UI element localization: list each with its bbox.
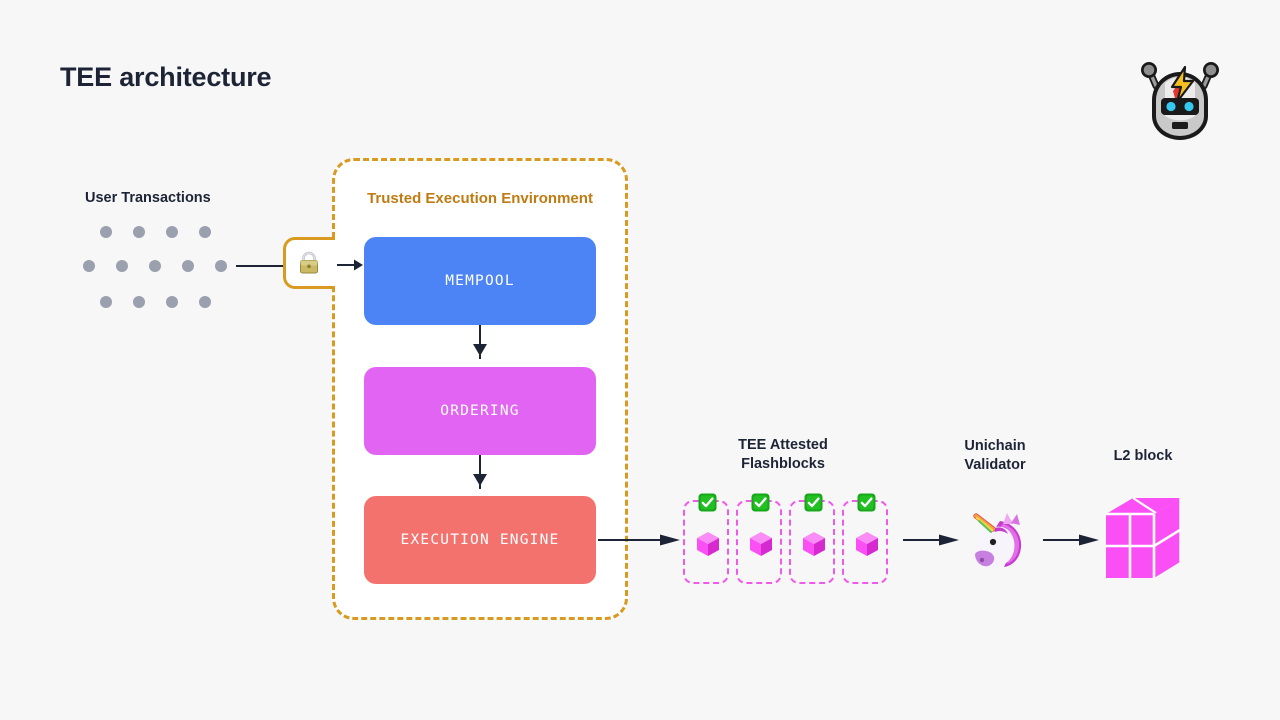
tx-dot [199,226,211,238]
stage-box-execution-engine-label: EXECUTION ENGINE [400,532,560,548]
pink-cube-icon [854,530,880,558]
tx-dot [166,296,178,308]
connector-mempool-ordering [479,325,481,359]
unicorn-icon [962,507,1028,573]
green-check-icon [804,493,823,512]
flashblock-item[interactable] [683,493,729,584]
arrow-ordering-execution [471,473,489,486]
tx-dot [166,226,178,238]
pink-cube-icon [801,530,827,558]
user-transactions-dots [78,222,238,314]
connector-ordering-execution [479,455,481,489]
tx-dot [100,226,112,238]
stage-box-ordering[interactable]: ORDERING [364,367,596,455]
tx-dot [133,296,145,308]
stage-box-ordering-label: ORDERING [440,403,520,419]
tee-lock-notch [283,237,335,289]
pink-cube-icon [748,530,774,558]
stage-box-mempool[interactable]: MEMPOOL [364,237,596,325]
tx-dot [116,260,128,272]
padlock-icon [296,250,322,276]
flashblocks-label-line1: TEE Attested [738,437,828,453]
lock-to-mempool-arrow [337,258,363,272]
flashblocks-label-line2: Flashblocks [741,456,825,472]
tee-title: Trusted Execution Environment [367,190,593,207]
user-transactions-label: User Transactions [85,190,211,206]
tx-dot [215,260,227,272]
connector-validator-l2 [1043,539,1089,541]
flashblocks-row [683,493,889,584]
connector-execution-flashblocks [598,539,670,541]
validator-label-line1: Unichain [964,438,1026,454]
l2-block-label: L2 block [1113,448,1173,464]
transactions-connector-line [236,265,284,267]
arrow-validator-l2 [1079,533,1099,547]
tx-dot [182,260,194,272]
magenta-block-cube-icon [1100,492,1186,584]
tx-dot [133,226,145,238]
tx-dot [149,260,161,272]
arrow-flashblocks-validator [939,533,959,547]
stage-box-mempool-label: MEMPOOL [445,273,515,289]
flashblock-item[interactable] [842,493,888,584]
flashblock-item[interactable] [736,493,782,584]
pink-cube-icon [695,530,721,558]
arrow-execution-flashblocks [660,533,680,547]
validator-label-line2: Validator [964,457,1026,473]
tx-dot [83,260,95,272]
green-check-icon [698,493,717,512]
tx-dot [199,296,211,308]
tx-dot [100,296,112,308]
flashbots-robot-icon [1132,46,1228,142]
green-check-icon [751,493,770,512]
arrow-mempool-ordering [471,343,489,356]
stage-box-execution-engine[interactable]: EXECUTION ENGINE [364,496,596,584]
green-check-icon [857,493,876,512]
page-title: TEE architecture [60,62,272,92]
connector-flashblocks-validator [903,539,949,541]
flashblock-item[interactable] [789,493,835,584]
flashblocks-label: TEE Attested Flashblocks [697,436,869,474]
validator-label: Unichain Validator [934,437,1056,475]
